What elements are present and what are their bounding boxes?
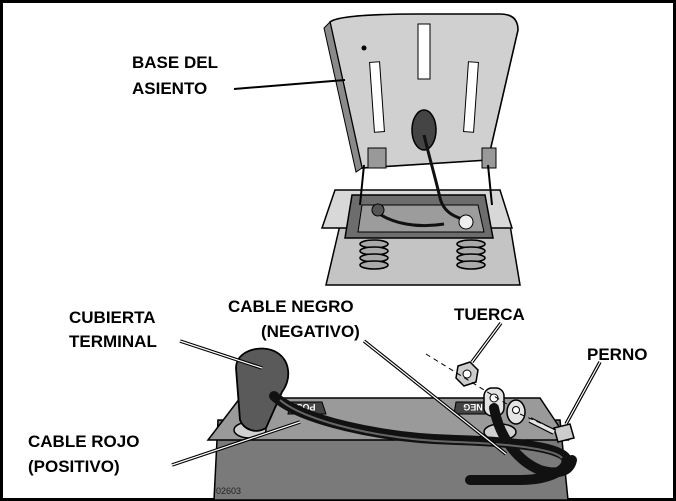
seat-slot-left bbox=[369, 61, 385, 133]
bolt-leader-inner bbox=[565, 361, 601, 425]
red-cable-label-1: CABLE ROJO bbox=[28, 432, 139, 451]
spring-right bbox=[456, 239, 486, 270]
support-rod-left bbox=[359, 164, 365, 206]
leader-lines bbox=[171, 79, 602, 467]
bolt-guide bbox=[519, 413, 557, 431]
seat-base-label-2: ASIENTO bbox=[132, 79, 207, 98]
terminal-cover-label-1: CUBIERTA bbox=[69, 308, 156, 327]
seat-plate-side bbox=[323, 21, 363, 173]
terminal-cover-leader-inner bbox=[179, 340, 263, 369]
support-rod-right bbox=[487, 164, 493, 206]
cable-highlight bbox=[279, 399, 563, 459]
battery-detail: POS NEG bbox=[206, 347, 577, 501]
bolt-label: PERNO bbox=[587, 345, 647, 364]
small-battery bbox=[357, 204, 485, 233]
neg-label: NEG bbox=[463, 402, 483, 412]
seat-base-assembly bbox=[320, 13, 521, 286]
spring-left bbox=[359, 239, 389, 270]
figure-code: 02603 bbox=[216, 486, 241, 496]
bolt-icon bbox=[528, 417, 575, 443]
nut-label: TUERCA bbox=[454, 305, 525, 324]
nut-hole bbox=[462, 369, 472, 379]
black-cable-leader-inner bbox=[363, 340, 507, 455]
red-cable-label-2: (POSITIVO) bbox=[28, 457, 120, 476]
seat-base-label-1: BASE DEL bbox=[132, 53, 218, 72]
black-cable-label-2: (NEGATIVO) bbox=[261, 322, 360, 341]
terminal-post-small bbox=[458, 214, 474, 230]
nut-guide bbox=[425, 353, 511, 407]
seat-base-leader bbox=[233, 79, 346, 90]
hinge-left bbox=[367, 147, 387, 169]
black-cable bbox=[489, 403, 577, 478]
terminal-cover-label-2: TERMINAL bbox=[69, 332, 157, 351]
red-cable-leader-inner bbox=[171, 421, 301, 466]
black-cable-label-1: CABLE NEGRO bbox=[228, 297, 354, 316]
pos-label: POS bbox=[296, 402, 315, 412]
cable-hole bbox=[411, 109, 437, 151]
seat-slot-right bbox=[463, 61, 479, 133]
terminal-cover-icon bbox=[235, 347, 290, 432]
mount-hole bbox=[361, 45, 367, 51]
nut-leader-inner bbox=[471, 322, 502, 363]
terminal-cap-small bbox=[371, 203, 385, 217]
seat-slot-center bbox=[417, 23, 431, 80]
